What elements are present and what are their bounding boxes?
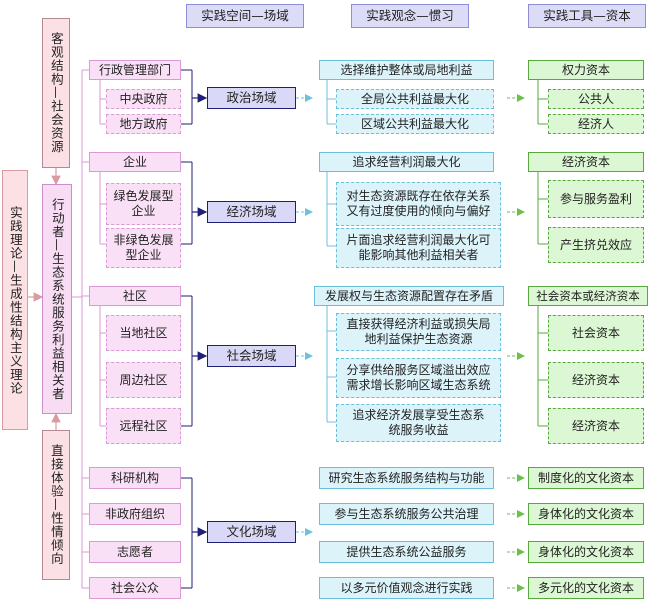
actor-community: 社区 (89, 286, 181, 306)
tool-diverse-cultural-capital: 多元化的文化资本 (528, 577, 644, 599)
tool-economic-capital-3: 经济资本 (548, 408, 644, 444)
tool-economic-capital: 经济资本 (528, 152, 644, 172)
concept-admin-main: 选择维护整体或局地利益 (319, 60, 494, 80)
field-economic: 经济场域 (207, 201, 296, 223)
field-cultural: 文化场域 (207, 521, 296, 543)
actor-local-government: 地方政府 (106, 114, 181, 134)
concept-ngo: 参与生态系统服务公共治理 (319, 503, 494, 525)
field-political: 政治场域 (207, 87, 296, 109)
concept-remote-community: 追求经济发展享受生态系统服务收益 (336, 404, 501, 442)
concept-public: 以多元价值观念进行实践 (319, 577, 494, 599)
tool-crowding-effect: 产生挤兑效应 (548, 227, 644, 263)
tool-institutional-cultural-capital: 制度化的文化资本 (528, 467, 644, 489)
tool-economic-person: 经济人 (548, 114, 644, 134)
actor-central-government: 中央政府 (106, 89, 181, 109)
concept-local: 区域公共利益最大化 (336, 114, 494, 134)
concept-local-community: 直接获得经济利益或损失局地利益保护生态资源 (336, 313, 501, 351)
concept-research: 研究生态系统服务结构与功能 (319, 467, 494, 489)
concept-community-main: 发展权与生态资源配置存在矛盾 (314, 286, 504, 306)
tool-social-capital: 社会资本 (548, 315, 644, 351)
concept-volunteer: 提供生态系统公益服务 (319, 541, 494, 563)
objective-structure-label: 客观结构—社会资源 (42, 18, 70, 168)
actor-local-community: 当地社区 (106, 315, 181, 351)
actors-stakeholders-label: 行动者—生态系统服务利益相关者 (42, 184, 72, 414)
header-practice-tool: 实践工具—资本 (528, 4, 646, 28)
actor-research-institute: 科研机构 (89, 467, 181, 489)
actor-public: 社会公众 (89, 577, 181, 599)
tool-economic-capital-2: 经济资本 (548, 362, 644, 398)
actor-green-enterprise: 绿色发展型企业 (106, 183, 181, 225)
header-practice-concept: 实践观念—惯习 (351, 4, 469, 28)
tool-service-profit: 参与服务盈利 (548, 180, 644, 218)
practice-theory-label: 实践理论—生成性结构主义理论 (2, 170, 28, 430)
concept-central: 全局公共利益最大化 (336, 89, 494, 109)
actor-enterprise: 企业 (89, 152, 181, 172)
tool-public-person: 公共人 (548, 89, 644, 109)
tool-embodied-cultural-capital-1: 身体化的文化资本 (528, 503, 644, 525)
concept-enterprise-main: 追求经营利润最大化 (319, 152, 494, 172)
actor-ngo: 非政府组织 (89, 503, 181, 525)
actor-nearby-community: 周边社区 (106, 362, 181, 398)
concept-green-enterprise: 对生态资源既存在依存关系又有过度使用的倾向与偏好 (336, 182, 501, 226)
field-social: 社会场域 (207, 345, 296, 367)
header-practice-space: 实践空间—场域 (186, 4, 304, 28)
tool-embodied-cultural-capital-2: 身体化的文化资本 (528, 541, 644, 563)
tool-power-capital: 权力资本 (528, 60, 644, 80)
actor-admin: 行政管理部门 (89, 60, 181, 80)
tool-social-or-economic-capital: 社会资本或经济资本 (528, 286, 648, 306)
concept-nearby-community: 分享供给服务区域溢出效应需求增长影响区域生态系统 (336, 358, 501, 398)
actor-volunteer: 志愿者 (89, 541, 181, 563)
actor-remote-community: 远程社区 (106, 408, 181, 444)
concept-nongreen-enterprise: 片面追求经营利润最大化可能影响其他利益相关者 (336, 228, 501, 268)
actor-nongreen-enterprise: 非绿色发展型企业 (106, 228, 181, 268)
direct-experience-label: 直接体验—性情倾向 (42, 430, 70, 580)
